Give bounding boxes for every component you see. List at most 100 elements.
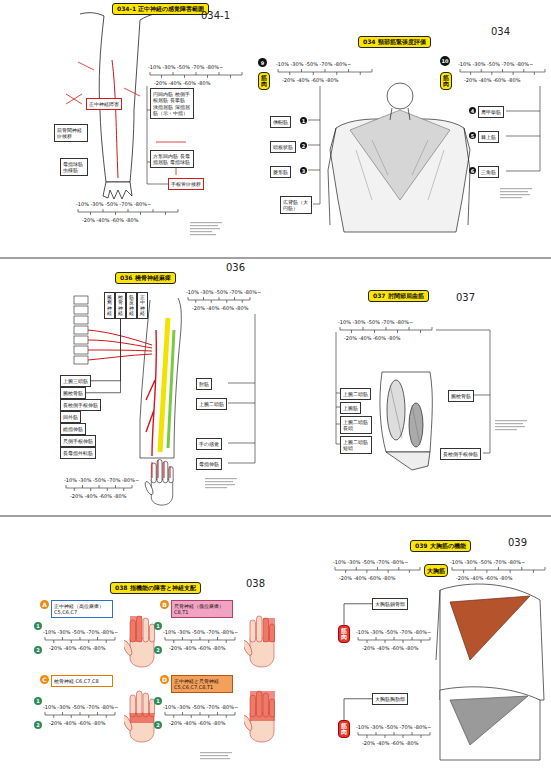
scale-tick: [377, 567, 378, 570]
scale-tick: [217, 712, 218, 715]
scale-tick: [463, 570, 464, 573]
scale-tick: [510, 570, 511, 573]
illustration-part: [380, 372, 432, 452]
node-text: 039 大胸筋の機能: [415, 542, 466, 550]
node-text: 肩甲挙筋: [481, 109, 501, 116]
scale-tick: [200, 712, 201, 715]
scale-text: -10% -30% -50% -70% -80%~: [64, 477, 139, 483]
divider: [0, 516, 551, 517]
scale-tick: [115, 212, 116, 215]
illustration-part: [112, 60, 118, 178]
scale-tick: [242, 72, 243, 75]
scale-tick: [235, 712, 236, 715]
scale-tick: [421, 640, 422, 643]
scale-tick: [513, 72, 514, 75]
illustration-part: [356, 140, 444, 200]
illustration-part: [495, 420, 527, 421]
scale-tick: [178, 209, 179, 212]
scale-tick: [289, 72, 290, 75]
page-number: 036: [226, 262, 245, 274]
node-text: 母指球筋 虫様筋: [63, 161, 85, 174]
illustration-part: [387, 83, 413, 109]
illustration-part: [436, 330, 490, 453]
panel-title: 038 指機能の障害と神経支配: [110, 582, 201, 594]
scale-tick: [313, 72, 314, 75]
node-text: 034-1 正中神経の感覚障害範囲: [117, 5, 204, 13]
scale-tick: [196, 72, 197, 75]
nerve-box: 正中神経（高位麻痺） C5,C6,C7: [51, 600, 113, 618]
illustration-part: [88, 330, 152, 360]
illustration-part: [146, 330, 156, 456]
divider: [0, 258, 551, 259]
scale-bar: [66, 485, 132, 491]
node-text: 頭板状筋: [273, 144, 293, 151]
node-text: 菱形筋: [273, 169, 288, 176]
scale-tick: [211, 300, 212, 303]
node-text: 腕橈骨筋: [451, 393, 471, 400]
scale-tick: [161, 75, 162, 78]
node-text: 正中神経障害: [89, 101, 119, 108]
callout-number: 2: [34, 646, 42, 654]
scale-tick: [502, 69, 503, 72]
scale-tick: [182, 712, 183, 715]
muscle-tag: 筋肉: [338, 625, 350, 643]
scale-tick: [278, 69, 279, 72]
scale-tick: [226, 300, 227, 303]
scale-tick: [191, 715, 192, 718]
bracket: [336, 330, 490, 453]
node-text: 上腕三頭筋: [63, 378, 88, 385]
nerve-box: 尺骨神経（低位麻痺） C8,T1: [171, 600, 233, 618]
illustration-part: [200, 758, 230, 759]
scale-tick: [367, 640, 368, 643]
connector: [344, 699, 372, 720]
illustration-part: [190, 231, 212, 232]
scale-tick: [421, 735, 422, 738]
scale-tick: [336, 72, 337, 75]
scale-tick: [45, 637, 46, 640]
bracket: [308, 86, 540, 204]
scale-tick: [432, 327, 433, 330]
node-text: 長母指外転筋: [63, 450, 93, 457]
node-text: 大胸筋: [427, 567, 445, 575]
node-text: 尺側手根伸筋: [63, 438, 93, 445]
scale-text: -10% -30% -50% -70% -80%~: [450, 559, 525, 565]
scale-bar: [165, 712, 235, 718]
scale-tick: [115, 485, 116, 488]
hand-a: [121, 616, 154, 667]
scale-bar: [45, 637, 115, 643]
scale-tick: [99, 485, 100, 488]
hand-d: [241, 691, 275, 742]
scale-tick: [115, 712, 116, 715]
node-text: 上腕筋: [343, 405, 358, 412]
scale-text: -20% -40% -60% -80%: [169, 645, 225, 651]
scale-tick: [45, 712, 46, 715]
scale-tick: [521, 567, 522, 570]
scale-tick: [385, 640, 386, 643]
scale-tick: [394, 637, 395, 640]
label-box: 長橈側手根伸筋: [440, 448, 481, 460]
callout-number: 6: [469, 167, 476, 174]
illustration-part: [495, 426, 525, 427]
illustration-part: [241, 616, 274, 667]
scale-text: -20% -40% -60% -80%: [362, 740, 418, 746]
scale-tick: [340, 327, 341, 330]
scale-tick: [53, 715, 54, 718]
illustration-part: [500, 194, 530, 195]
illustration-part: [450, 696, 528, 745]
label-box: 腋窩神経: [104, 292, 115, 319]
scale-tick: [372, 69, 373, 72]
scale-text: -10% -30% -50% -70% -80%~: [43, 629, 118, 635]
illustration-part: [74, 316, 88, 324]
node-text: 筋肉: [341, 723, 347, 736]
scale-bar: [278, 69, 372, 75]
scale-tick: [376, 732, 377, 735]
scale-tick: [452, 567, 453, 570]
scale-tick: [470, 72, 471, 75]
panel-title: 034 頸部筋緊張度評価: [358, 36, 431, 48]
scale-text: -20% -40% -60% -80%: [70, 493, 126, 499]
node-text: 大胸筋鎖骨部: [375, 601, 405, 608]
scale-text: -20% -40% -60% -80%: [192, 305, 248, 311]
scale-tick: [165, 712, 166, 715]
illustration-part: [241, 691, 274, 742]
callout-number: 1: [300, 117, 307, 124]
